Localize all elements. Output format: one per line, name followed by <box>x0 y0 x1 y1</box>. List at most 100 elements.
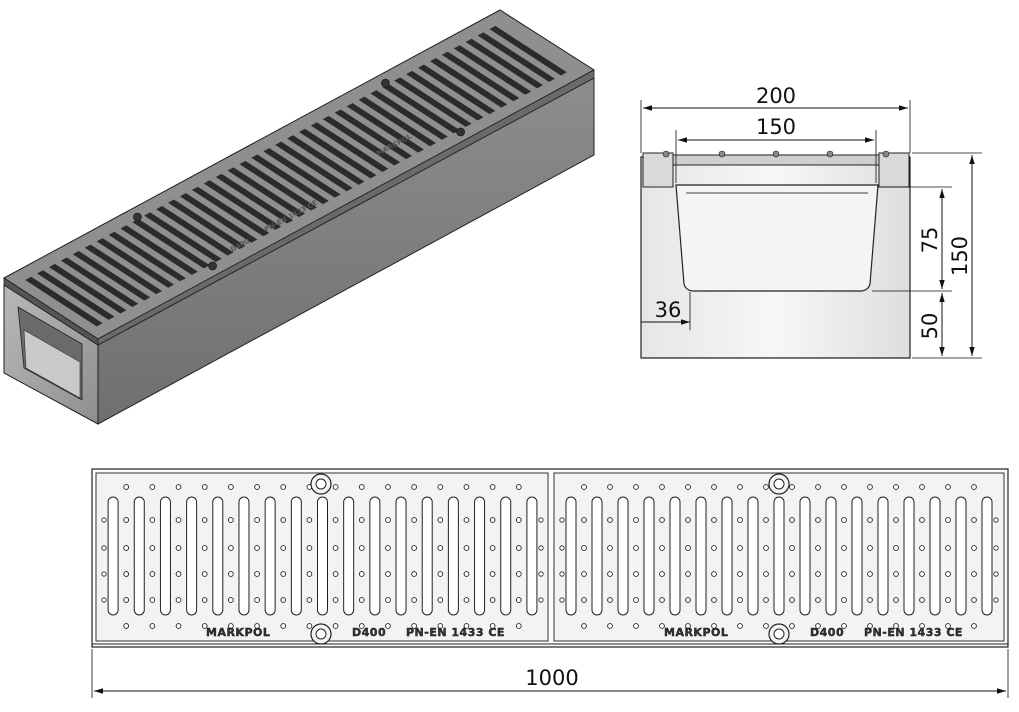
plan-hole <box>306 517 313 523</box>
plan-hole <box>685 623 691 629</box>
plan-hole <box>463 597 470 603</box>
plan-hole <box>280 623 287 629</box>
iso-slot <box>275 141 353 192</box>
iso-slot <box>120 225 198 275</box>
plan-hole <box>711 517 717 523</box>
plan-hole <box>228 484 234 490</box>
plan-bolt-hole-icon <box>315 628 327 640</box>
plan-hole <box>685 571 691 577</box>
iso-slot <box>84 244 163 295</box>
iso-slot <box>263 148 341 198</box>
iso-slot <box>441 51 520 102</box>
plan-hole <box>149 623 156 629</box>
plan-hole <box>358 484 365 490</box>
iso-slot <box>298 128 377 179</box>
plan-hole <box>815 517 821 523</box>
plan-hole <box>385 484 391 490</box>
plan-hole <box>437 484 444 490</box>
plan-hole <box>581 571 587 577</box>
plan-hole <box>581 623 587 629</box>
plan-brand-right: MARKPOL <box>664 626 728 639</box>
plan-hole <box>228 623 234 629</box>
plan-hole <box>149 597 156 603</box>
plan-hole <box>815 597 821 603</box>
plan-hole <box>685 597 691 603</box>
plan-hole <box>971 623 977 629</box>
dim-label-75: 75 <box>918 227 942 254</box>
plan-hole <box>123 623 130 629</box>
iso-slot <box>453 45 532 95</box>
plan-slot <box>421 496 433 616</box>
plan-hole <box>893 571 899 577</box>
plan-slot <box>474 496 486 616</box>
plan-hole <box>789 571 795 577</box>
iso-slot <box>429 58 508 108</box>
plan-hole <box>841 623 847 629</box>
plan-hole <box>254 623 260 629</box>
plan-slot <box>721 496 733 616</box>
plan-hole <box>358 597 365 603</box>
dim-label-150-vertical: 150 <box>948 236 972 276</box>
plan-hole <box>711 623 717 629</box>
plan-hole <box>919 571 925 577</box>
plan-hole <box>841 597 847 603</box>
plan-hole <box>841 571 847 577</box>
iso-slot <box>96 238 175 288</box>
plan-hole <box>659 545 665 551</box>
plan-hole <box>971 517 977 523</box>
plan-hole <box>411 545 417 551</box>
plan-hole <box>867 571 873 577</box>
plan-hole <box>228 545 234 551</box>
plan-slot <box>395 496 407 616</box>
plan-hole <box>867 623 873 629</box>
plan-hole <box>489 517 496 523</box>
plan-hole <box>607 571 613 577</box>
plan-hole <box>411 517 417 523</box>
plan-slot <box>929 496 941 616</box>
plan-hole <box>815 571 821 577</box>
plan-hole <box>123 597 130 603</box>
plan-hole <box>254 571 260 577</box>
plan-slot <box>799 496 811 616</box>
plan-slot <box>159 496 171 616</box>
section-bolt-icon <box>718 150 726 158</box>
plan-slot <box>264 496 276 616</box>
plan-hole <box>123 517 130 523</box>
plan-hole <box>437 545 444 551</box>
plan-hole <box>358 517 365 523</box>
plan-slot <box>526 496 538 616</box>
plan-hole <box>489 484 496 490</box>
plan-hole <box>763 517 769 523</box>
grate-slots <box>25 25 567 327</box>
plan-hole <box>538 597 544 603</box>
section-frame-left <box>642 152 674 188</box>
plan-standard-right: PN-EN 1433 CE <box>864 626 963 639</box>
iso-slot <box>179 193 258 243</box>
iso-slot <box>418 64 496 115</box>
plan-hole <box>607 545 613 551</box>
plan-slot <box>617 496 629 616</box>
plan-slot <box>500 496 512 616</box>
iso-slot <box>370 90 448 140</box>
plan-hole <box>489 545 496 551</box>
plan-hole <box>711 545 717 551</box>
plan-hole <box>437 623 444 629</box>
channel-inner-wall <box>23 329 81 399</box>
plan-hole <box>737 545 743 551</box>
plan-hole <box>867 484 873 490</box>
isometric-channel-view: MARKPOL PN-EN 1433 CE D400 <box>3 9 595 425</box>
plan-hole <box>993 571 999 577</box>
plan-slot <box>851 496 863 616</box>
plan-hole <box>633 597 639 603</box>
plan-hole <box>919 484 925 490</box>
plan-hole <box>711 597 717 603</box>
plan-bolt-holes <box>101 473 999 645</box>
plan-hole <box>737 484 743 490</box>
plan-hole <box>123 571 130 577</box>
plan-hole <box>385 571 391 577</box>
plan-hole <box>101 517 107 523</box>
plan-slot <box>107 496 119 616</box>
plan-hole <box>254 597 260 603</box>
plan-hole <box>659 597 665 603</box>
plan-hole <box>411 597 417 603</box>
